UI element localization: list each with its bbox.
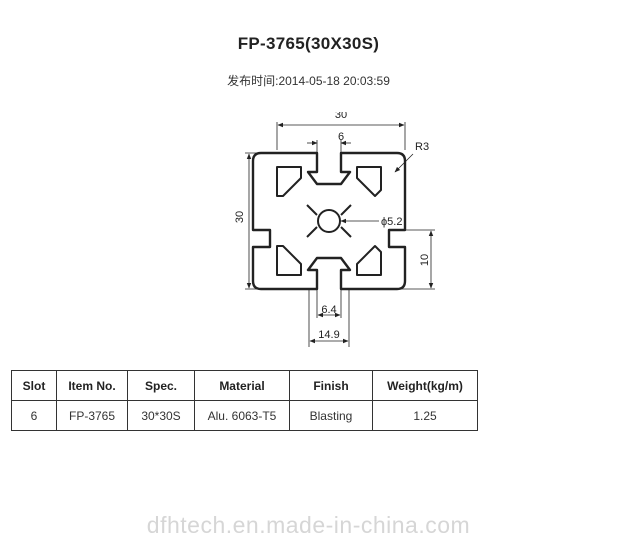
dim-outer-label: 14.9 (318, 329, 339, 341)
cell-material: Alu. 6063-T5 (194, 400, 290, 431)
spec-table: Slot Item No. Spec. Material Finish Weig… (11, 370, 478, 431)
dim-width-label: 30 (335, 112, 347, 121)
table-row: 6 FP-3765 30*30S Alu. 6063-T5 Blasting 1… (11, 400, 478, 431)
header-item-no: Item No. (56, 370, 128, 401)
dim-slot-label: 6 (338, 131, 344, 143)
dim-inner-label: 6.4 (321, 304, 336, 316)
cell-weight: 1.25 (372, 400, 478, 431)
publish-time-label: 发布时间: (227, 74, 279, 88)
header-weight: Weight(kg/m) (372, 370, 478, 401)
watermark: dfhtech.en.made-in-china.com (146, 512, 471, 538)
dim-radius-label: R3 (415, 141, 429, 153)
publish-time-value: 2014-05-18 20:03:59 (278, 74, 390, 88)
dim-depth-label: 10 (419, 254, 431, 266)
cell-spec: 30*30S (127, 400, 195, 431)
cell-slot: 6 (11, 400, 57, 431)
profile-outline (251, 151, 407, 291)
cell-item-no: FP-3765 (56, 400, 128, 431)
dim-height-label: 30 (235, 211, 246, 223)
cell-finish: Blasting (289, 400, 373, 431)
dim-hole-label: ϕ5.2 (381, 216, 402, 228)
header-slot: Slot (11, 370, 57, 401)
publish-time: 发布时间:2014-05-18 20:03:59 (0, 72, 617, 89)
page-title: FP-3765(30X30S) (237, 34, 380, 53)
extension-lines (245, 122, 435, 347)
header-finish: Finish (289, 370, 373, 401)
table-header-row: Slot Item No. Spec. Material Finish Weig… (11, 370, 478, 401)
profile-drawing: 30 6 R3 30 ϕ5.2 10 6.4 14.9 (235, 112, 435, 347)
dimension-lines (246, 122, 434, 344)
header-spec: Spec. (127, 370, 195, 401)
header-material: Material (194, 370, 290, 401)
